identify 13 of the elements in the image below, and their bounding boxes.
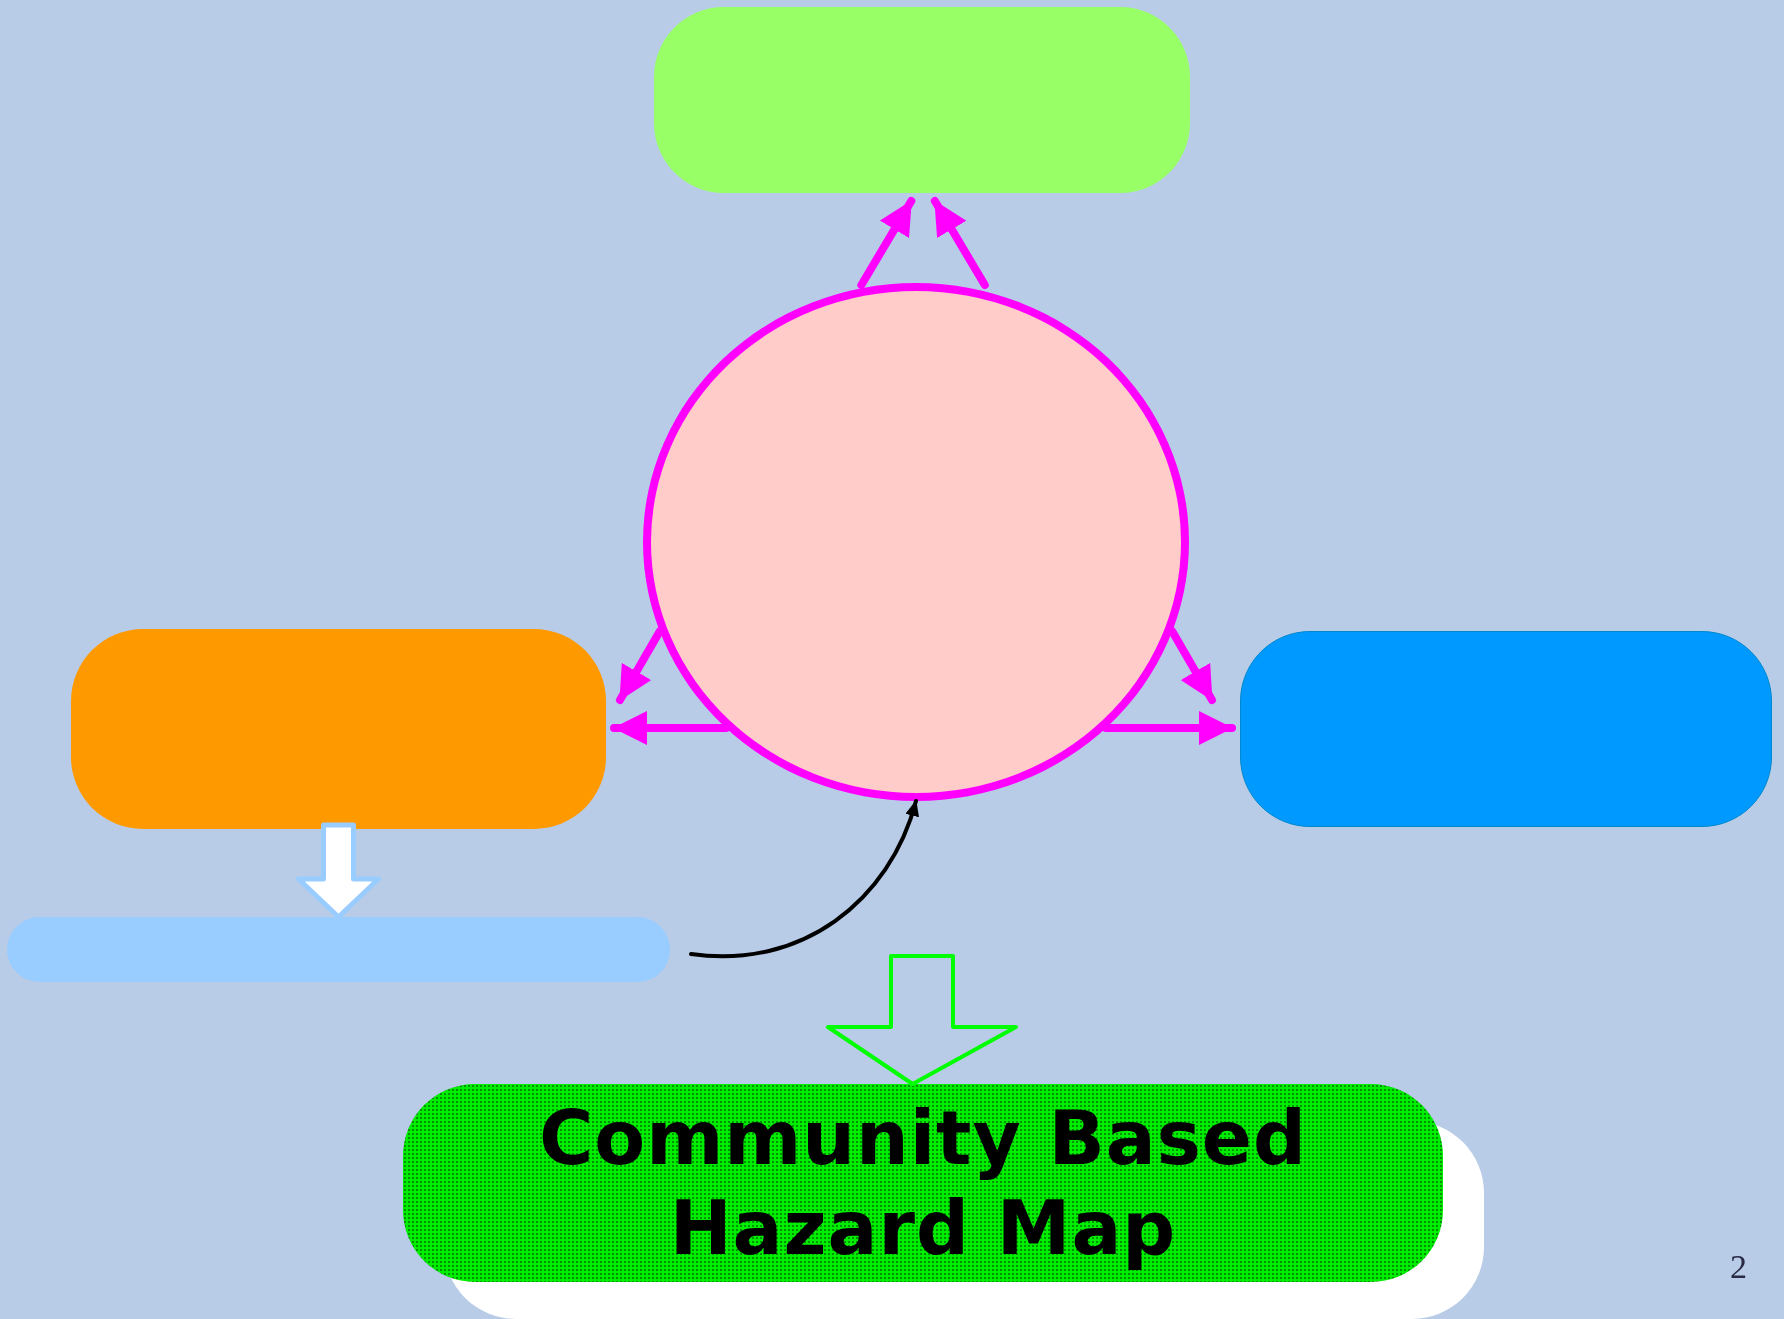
node-title: Community Based Hazard Map	[538, 1093, 1308, 1273]
rounded-box	[1240, 631, 1772, 827]
title-box	[403, 1084, 1443, 1282]
block-arrow	[826, 954, 1018, 1086]
arrow	[857, 197, 916, 289]
block-arrow	[296, 822, 381, 920]
arrow	[610, 711, 730, 745]
curved-arrow	[689, 799, 919, 959]
page-number: 2	[1730, 1248, 1747, 1286]
rounded-box	[71, 629, 606, 829]
arrow	[1168, 627, 1216, 704]
arrow	[1102, 711, 1236, 745]
arrow	[930, 197, 989, 289]
